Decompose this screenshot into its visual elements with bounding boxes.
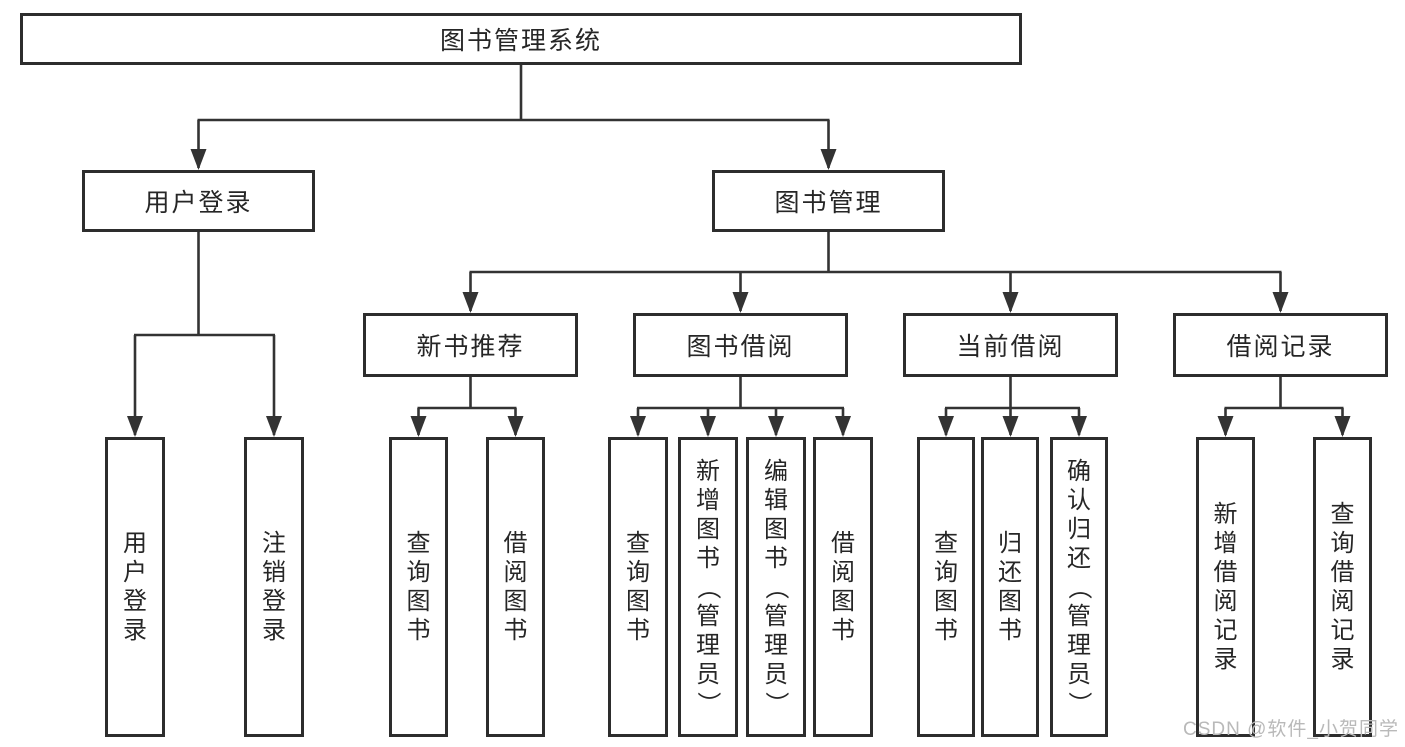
node-borrowing-records: 借阅记录 <box>1173 313 1388 377</box>
node-current-borrowing: 当前借阅 <box>903 313 1118 377</box>
node-leaf-query-books-current: 查询图书 <box>917 437 975 737</box>
node-leaf-add-books-admin: 新增图书（管理员） <box>678 437 738 737</box>
node-leaf-add-borrow-record: 新增借阅记录 <box>1196 437 1255 737</box>
node-book-management: 图书管理 <box>712 170 945 232</box>
node-leaf-query-books-recommend: 查询图书 <box>389 437 448 737</box>
node-leaf-query-borrow-record: 查询借阅记录 <box>1313 437 1372 737</box>
node-new-book-recommend: 新书推荐 <box>363 313 578 377</box>
node-leaf-borrow-books-recommend: 借阅图书 <box>486 437 545 737</box>
node-root-title: 图书管理系统 <box>20 13 1022 65</box>
node-leaf-user-login: 用户登录 <box>105 437 165 737</box>
node-book-borrowing: 图书借阅 <box>633 313 848 377</box>
node-leaf-confirm-return-admin: 确认归还（管理员） <box>1050 437 1108 737</box>
node-leaf-return-books: 归还图书 <box>981 437 1039 737</box>
node-leaf-logout: 注销登录 <box>244 437 304 737</box>
node-leaf-edit-books-admin: 编辑图书（管理员） <box>746 437 806 737</box>
node-leaf-borrow-books-borrowing: 借阅图书 <box>813 437 873 737</box>
node-leaf-query-books-borrowing: 查询图书 <box>608 437 668 737</box>
csdn-watermark: CSDN @软件_小贺同学 <box>1183 719 1399 740</box>
node-user-login: 用户登录 <box>82 170 315 232</box>
